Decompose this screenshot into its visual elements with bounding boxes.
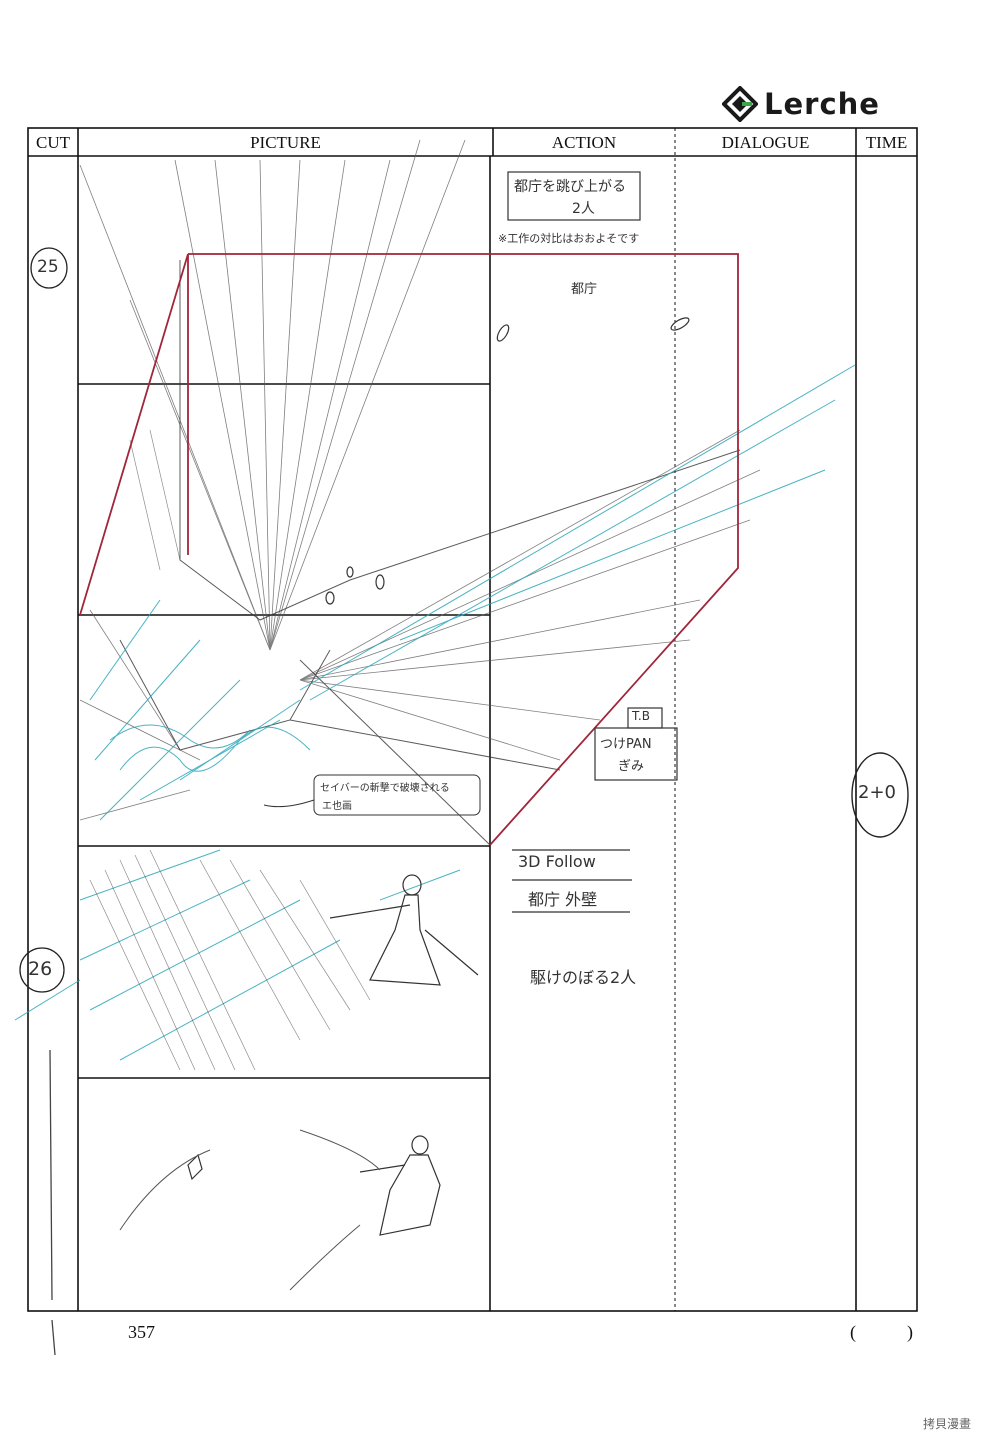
action-cut26-description: 駆けのぼる2人 (530, 968, 637, 987)
footer-open-paren: ( (850, 1322, 856, 1342)
effect-note-box (263, 774, 481, 816)
action-cut25-note: ※工作の対比はおおよそです (498, 232, 640, 245)
action-cut25-camera-tb: T.B (632, 709, 650, 723)
action-cut25-line2: 2人 (572, 201, 595, 217)
footer-close-paren: ) (907, 1322, 913, 1342)
picture-effect-note-line1: セイバーの斬撃で破壊される (320, 783, 450, 794)
header-dialogue: DIALOGUE (721, 133, 810, 152)
building-sketch (119, 260, 741, 846)
cut-number-25: 25 (37, 257, 59, 277)
action-cut25-camera-gimi: ぎみ (618, 759, 645, 774)
sheet-grid (27, 127, 918, 1312)
action-cut26-camera-follow: 3D Follow (518, 852, 596, 871)
action-cut26-camera-wall: 都庁 外壁 (528, 890, 598, 909)
motion-lines-lower (119, 1129, 381, 1291)
time-value: 2+0 (858, 782, 896, 803)
action-cut25-camera-pan: つけPAN (600, 737, 652, 752)
picture-effect-note-line2: エ也画 (322, 801, 352, 812)
margin-marks (49, 1049, 56, 1356)
header-cut: CUT (36, 133, 70, 152)
hatching (89, 429, 371, 1071)
lerche-logo-text: Lerche (764, 87, 880, 121)
watermark: 拷貝漫畫 (922, 1417, 971, 1431)
character-figure-lower (187, 1135, 441, 1236)
header-picture: PICTURE (250, 133, 321, 152)
cut-number-circles (19, 247, 68, 993)
action-note-boxes (507, 171, 678, 913)
perspective-lines (79, 139, 761, 821)
character-figure-upper (329, 874, 479, 986)
lerche-logo: Lerche (722, 86, 880, 122)
cyan-sketch-strokes (14, 364, 856, 1061)
camera-frame-red (79, 253, 739, 846)
page-number: 357 (128, 1322, 155, 1342)
header-action: ACTION (551, 133, 617, 152)
lerche-logo-mark-icon (722, 86, 758, 122)
time-oval (851, 752, 909, 838)
header-time: TIME (865, 133, 908, 152)
action-cut25-tag: 都庁 (571, 282, 598, 297)
action-cut25-line1: 都庁を跳び上がる (514, 179, 626, 195)
cut-number-26: 26 (28, 958, 53, 980)
debris-marks (325, 317, 690, 605)
